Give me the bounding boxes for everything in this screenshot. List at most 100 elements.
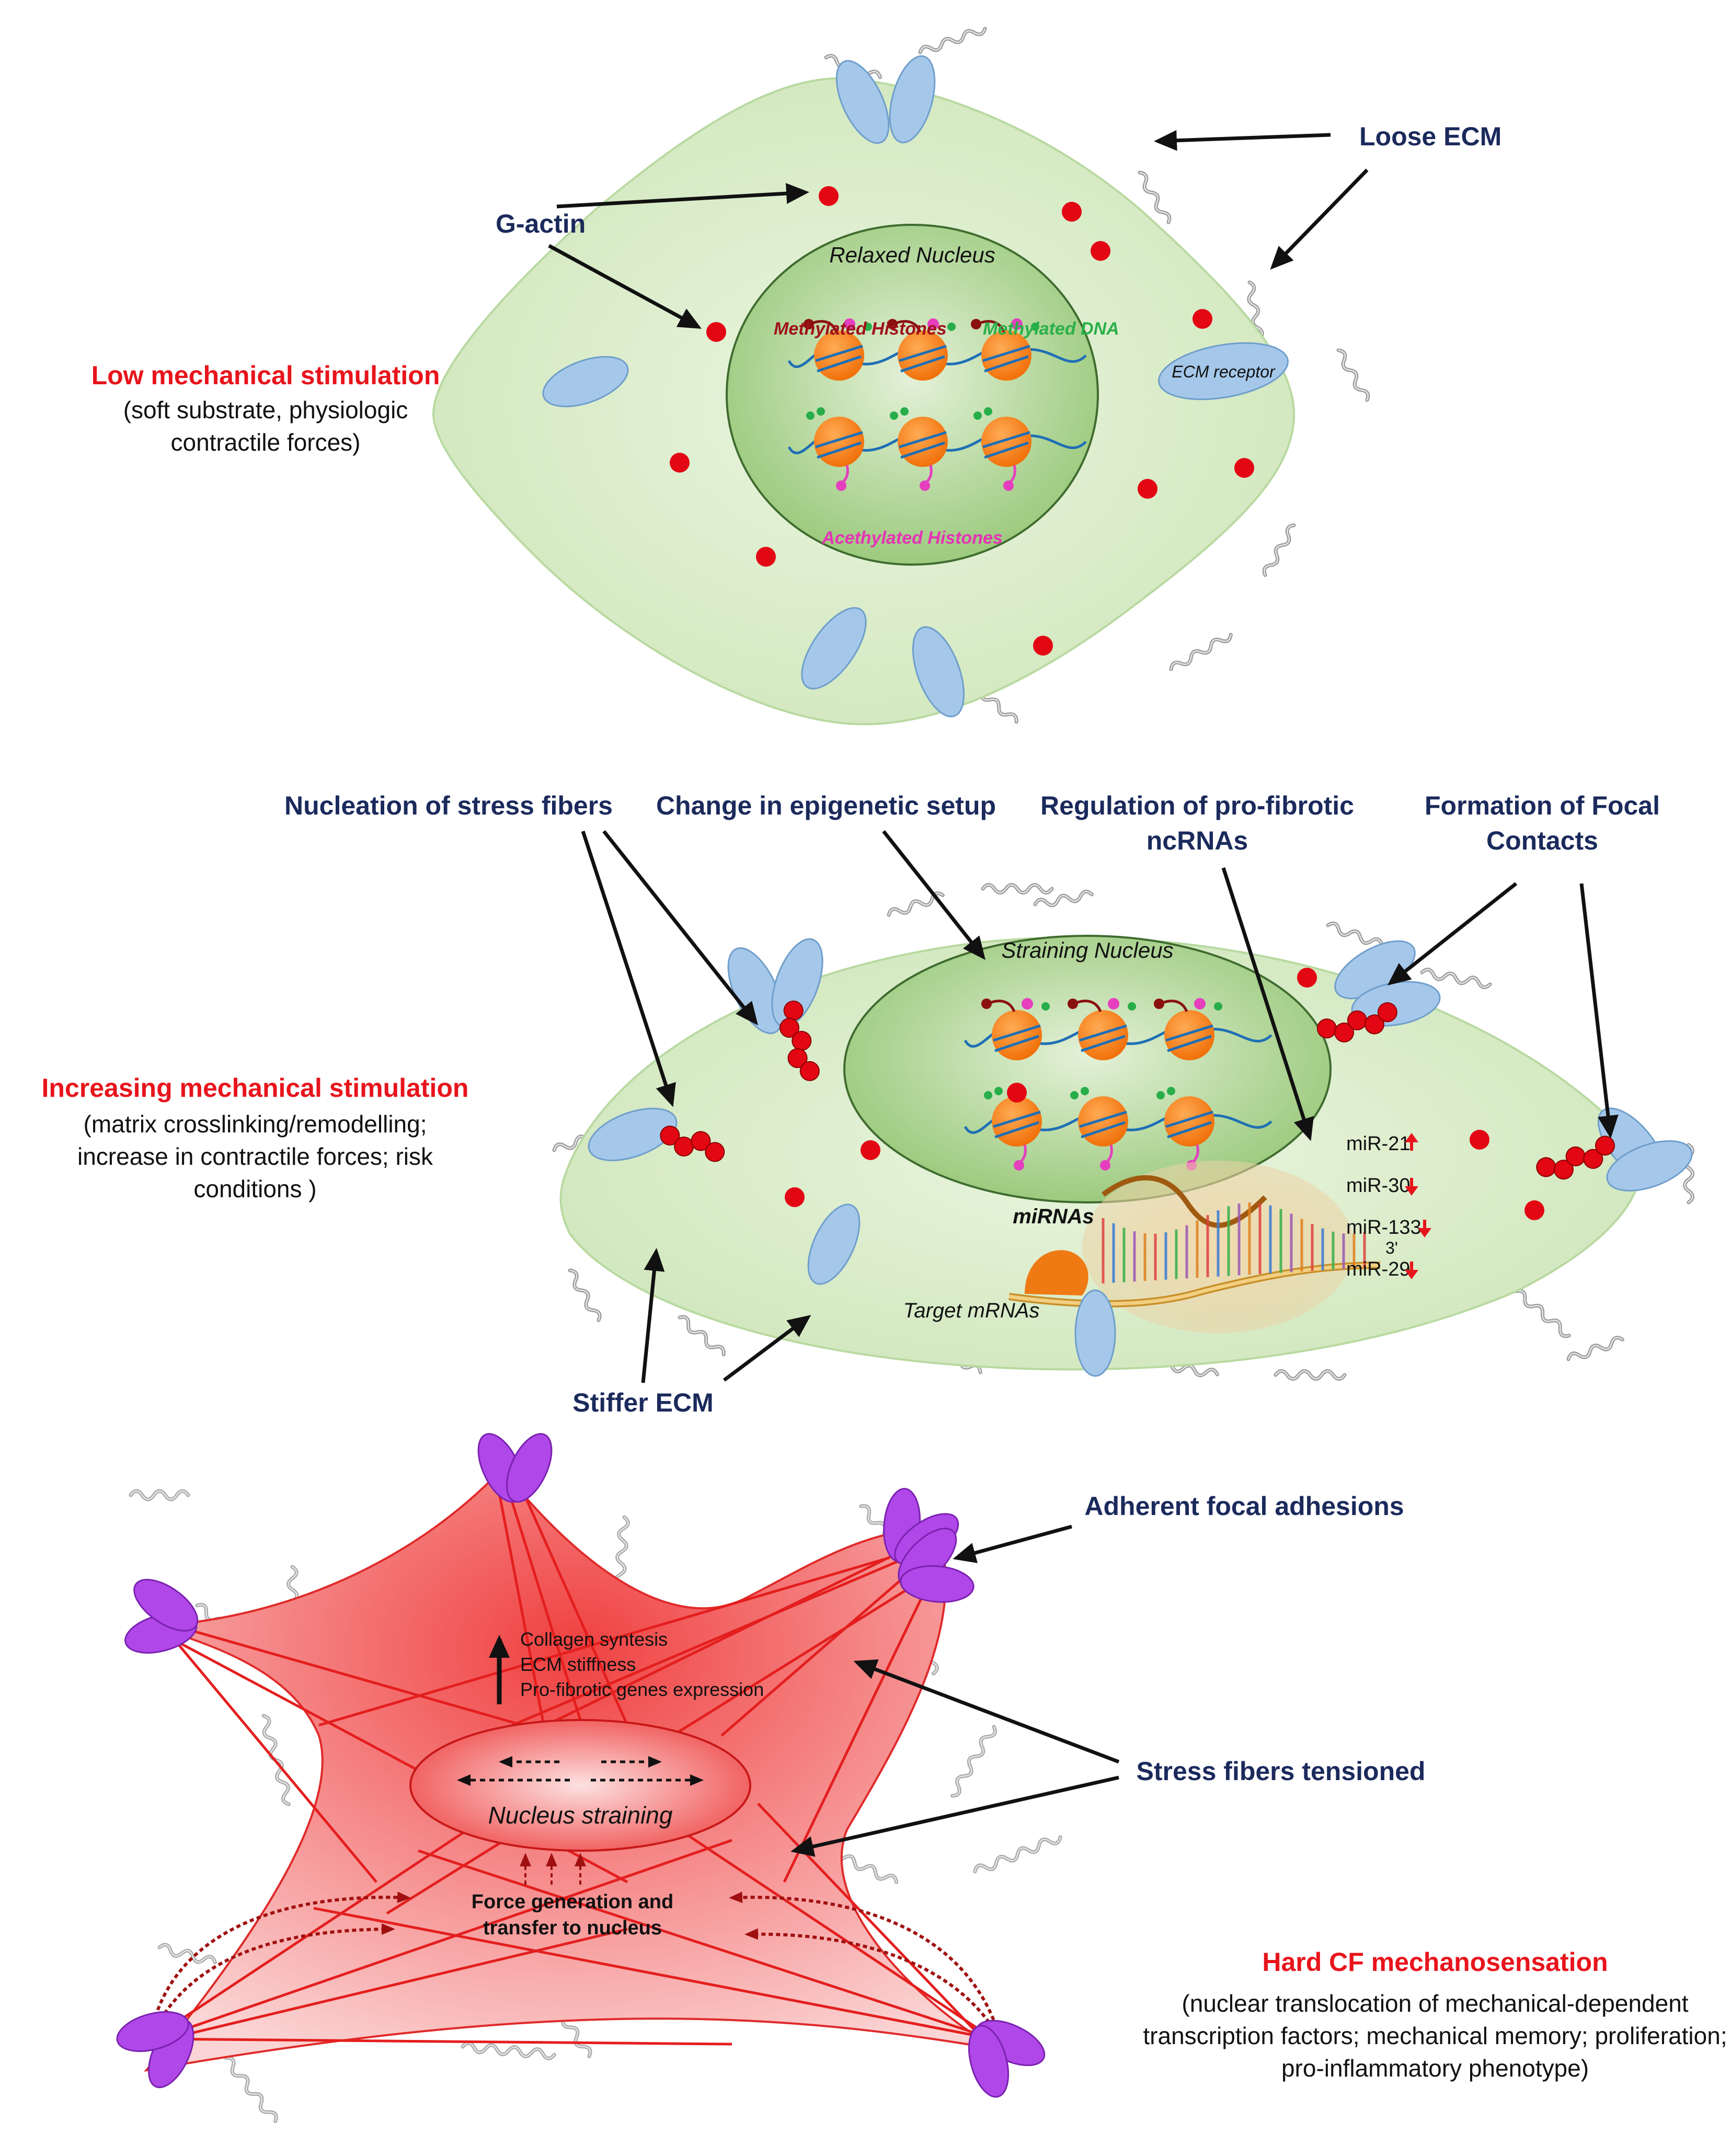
stress-fiber <box>167 1928 628 2040</box>
label-force-generation-2: transfer to nucleus <box>483 1917 662 1939</box>
dna-methyl-mark <box>1128 1002 1136 1011</box>
mirna-0-name: miR-21 <box>1346 1133 1410 1155</box>
ecm-fiber <box>1566 1336 1624 1361</box>
ecm-fiber <box>1420 968 1492 989</box>
histone <box>981 417 1031 467</box>
acetyl-mark <box>1003 480 1014 491</box>
label-stiffer-ecm: Stiffer ECM <box>572 1388 713 1417</box>
focal-adhesion <box>898 1528 975 1603</box>
base-pairs <box>1102 1202 1366 1283</box>
dna-methyl-mark <box>1214 1002 1222 1011</box>
panel2-arrows <box>581 830 1619 1383</box>
stress-fiber <box>151 1792 524 2040</box>
histone <box>814 417 864 467</box>
methyl-mark <box>971 319 981 329</box>
panel3-subtitle-1: (nuclear translocation of mechanical-dep… <box>1182 1990 1688 2017</box>
ecm-fiber <box>973 1835 1062 1874</box>
dna-methyl-mark <box>1081 1087 1089 1095</box>
nucleus-strain-arrows <box>457 1756 704 1786</box>
ecm-fiber <box>1514 1289 1571 1338</box>
ecm-fiber <box>1326 921 1384 947</box>
stress-fiber <box>313 1907 994 2040</box>
dna-methyl-mark <box>817 407 825 416</box>
ecm-fiber <box>678 1315 726 1357</box>
force-transfer-arrows <box>150 1853 1000 2034</box>
label-target-mrnas: Target mRNAs <box>903 1299 1040 1322</box>
panel1-title: Low mechanical stimulation <box>91 361 440 390</box>
mirna-3-name: miR-29 <box>1346 1258 1410 1280</box>
label-adherent-focal-adhesions: Adherent focal adhesions <box>1084 1492 1404 1521</box>
ecm-fiber <box>1274 1369 1347 1381</box>
panel-hard-mechanosensation: Adherent focal adhesions Stress fibers t… <box>116 1433 1727 2098</box>
ecm-fiber <box>887 891 945 917</box>
effect-profibrotic-genes: Pro-fibrotic genes expression <box>520 1679 764 1700</box>
ecm-receptor-labeled <box>1158 342 1289 400</box>
dna-methyl-mark <box>1041 1002 1050 1011</box>
dna-methyl-mark <box>1031 323 1039 331</box>
chromatin-relaxed <box>787 318 1087 491</box>
label-ecm-receptor: ECM receptor <box>1172 362 1276 381</box>
mirna-1-name: miR-30 <box>1346 1175 1410 1197</box>
g-actin <box>1234 458 1254 478</box>
stress-fiber <box>156 1619 523 1727</box>
dna-methyl-mark <box>994 1087 1003 1095</box>
label-stress-fiber-nucleation: Nucleation of stress fibers <box>284 791 613 820</box>
methyl-mark <box>804 319 814 329</box>
stress-fiber <box>500 1469 582 1721</box>
trend-arrowhead <box>1405 1133 1418 1142</box>
stress-fiber <box>318 1556 889 1727</box>
panel3-title: Hard CF mechanosensation <box>1262 1947 1608 1977</box>
dna-methyl-mark <box>900 407 909 416</box>
mirna-mrna-complex <box>1008 1161 1381 1333</box>
label-mirnas: miRNAs <box>1013 1205 1094 1228</box>
dna-methyl-mark <box>890 411 898 420</box>
ecm-fiber <box>224 2056 278 2123</box>
acetyl-mark <box>844 318 855 330</box>
ecm-fiber <box>1262 523 1296 577</box>
histone <box>1078 1096 1128 1146</box>
panel2-subtitle-3: conditions ) <box>193 1175 316 1202</box>
stress-fiber <box>418 1849 994 2040</box>
focal-adhesion <box>968 2020 1046 2098</box>
actin-chain <box>779 1000 820 1081</box>
ecm-fiber <box>918 27 987 54</box>
dna-methyl-mark <box>1070 1091 1079 1099</box>
acetyl-mark <box>927 318 939 330</box>
dna-methyl-mark <box>973 411 982 420</box>
dna-methyl-mark <box>806 411 815 420</box>
trend-arrowhead <box>1405 1270 1418 1279</box>
label-methylated-histones: Methylated Histones <box>774 319 947 339</box>
focal-adhesion <box>124 1579 199 1654</box>
label-force-generation-1: Force generation and <box>472 1891 673 1913</box>
panel1-subtitle-2: contractile forces) <box>170 429 360 456</box>
stress-fiber <box>156 1839 732 2040</box>
label-focal-contacts-line2: Contacts <box>1486 826 1598 855</box>
mirna-list: miR-21 miR-30 miR-133 miR-29 <box>1346 1133 1431 1280</box>
g-actin <box>861 1140 880 1160</box>
ecm-fiber <box>1247 280 1264 341</box>
panel1-subtitle-1: (soft substrate, physiologic <box>123 396 408 423</box>
ribosome <box>1025 1250 1088 1295</box>
dna-methyl-mark <box>984 407 992 416</box>
g-actin-monomers <box>670 186 1254 656</box>
effect-collagen-synthesis: Collagen syntesis <box>520 1629 668 1650</box>
actin-chain <box>1316 1002 1397 1042</box>
tensioned-stress-fibers <box>151 1469 994 2046</box>
histone <box>1078 1010 1128 1060</box>
trend-arrowhead <box>1418 1228 1431 1237</box>
histone <box>898 417 948 467</box>
nucleus-straining <box>409 1719 751 1852</box>
acetyl-mark <box>920 480 930 491</box>
ecm-fiber <box>950 1725 997 1798</box>
trend-arrowhead <box>1405 1186 1418 1196</box>
methyl-mark <box>1154 999 1164 1009</box>
focal-adhesions <box>116 1433 1046 2098</box>
label-three-prime: 3' <box>1385 1238 1398 1257</box>
panel3-arrows <box>790 1524 1120 1857</box>
histone <box>1164 1010 1214 1060</box>
acetyl-mark <box>1022 998 1033 1010</box>
stress-fiber <box>156 2037 732 2046</box>
g-actin <box>1138 479 1157 499</box>
dna-methyl-mark <box>1156 1091 1165 1099</box>
